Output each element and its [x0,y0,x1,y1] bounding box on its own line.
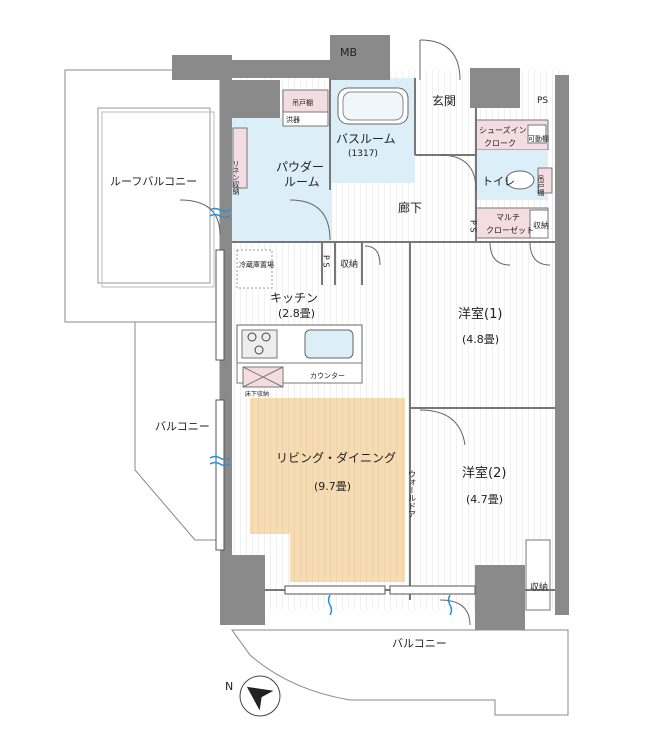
under-floor-label: 床下収納 [245,390,269,398]
ps-top-label: PS [537,96,548,106]
ps-kitchen-label: P S [322,255,331,267]
linen-storage-label: リネン収納 [232,160,240,196]
living-size-label: (9.7畳) [314,480,351,493]
shoes-in-label: シューズイン [479,125,527,135]
storage-kitchen-label: 収納 [340,258,358,270]
multi-closet-label: マルチ [496,213,520,222]
fridge-space [236,249,273,289]
compass [239,675,281,717]
powder-label-2: ルーム [284,175,320,189]
western2-label: 洋室(2) [462,465,506,481]
movable-shelf-label: 可動棚 [528,134,549,143]
compass-north-label: N [225,680,233,693]
multi-closet-label-2: クローゼット [486,225,534,235]
living-label: リビング・ダイニング [276,450,396,465]
living-area [250,398,405,582]
kitchen-size-label: (2.8畳) [278,307,315,320]
fridge-label: 冷蔵庫置場 [239,260,274,269]
roof-balcony-label: ルーフバルコニー [110,175,197,188]
sink [304,329,354,359]
bottom-balcony-area [231,629,569,716]
counter-label: カウンター [310,371,345,380]
left-balcony-area [134,321,221,541]
roof-balcony-area [64,69,221,323]
water-heater-label: 洪器 [286,115,300,124]
toilet-shelf-label: 吊戸棚 [537,175,545,197]
western2-size-label: (4.7畳) [466,493,503,506]
w2-storage [525,539,551,611]
stove [241,329,278,359]
bath-size-label: (1317) [348,149,378,159]
powder-area [232,118,332,241]
windows [215,249,476,595]
storage-mid-label: 収納 [533,220,549,230]
toilet-label: トイレ [482,175,515,188]
balcony-bottom-label: バルコニー [392,637,447,650]
bath-label: バスルーム [336,132,396,146]
powder-label: パウダー [276,159,324,174]
entrance-label: 玄関 [432,93,456,108]
vent-marks [209,207,453,616]
western1-label: 洋室(1) [458,306,502,322]
western1-size-label: (4.8畳) [462,333,499,346]
corridor-label: 廊下 [398,200,422,215]
walkin-door-label: ウォールドア [408,470,417,518]
ps-mid-label: P S [469,220,478,232]
toilet-fixture [505,170,535,190]
hanging-shelf-label: 吊戸棚 [292,98,313,107]
kitchen-label: キッチン [270,291,318,305]
mb-label: MB [340,46,357,59]
shoes-in-label-2: クローク [484,139,516,148]
storage-w2-label: 収納 [530,581,548,593]
balcony-left-label: バルコニー [155,420,210,433]
door-swings [179,39,551,626]
